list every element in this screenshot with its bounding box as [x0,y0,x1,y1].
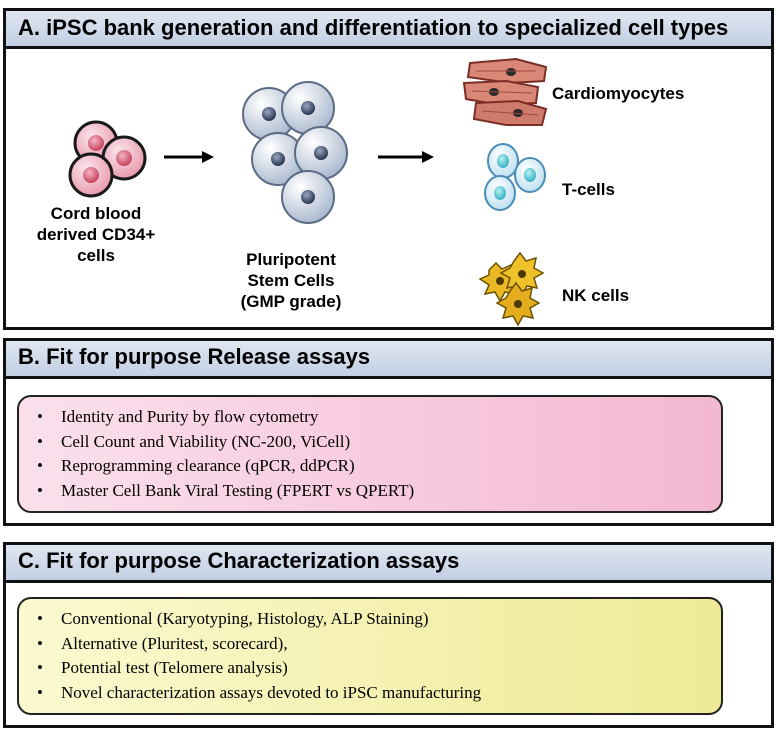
cord-blood-cells-icon [68,120,147,198]
cardiomyocytes-label: Cardiomyocytes [552,84,685,103]
list-item: Identity and Purity by flow cytometry [37,405,721,430]
list-item: Conventional (Karyotyping, Histology, AL… [37,607,721,632]
list-item: Novel characterization assays devoted to… [37,681,721,706]
release-assays-box: Identity and Purity by flow cytometry Ce… [17,395,723,513]
list-item: Potential test (Telomere analysis) [37,656,721,681]
list-item: Alternative (Pluritest, scorecard), [37,632,721,657]
panel-a-title: A. iPSC bank generation and differentiat… [6,11,771,49]
t-cells-icon [484,143,546,211]
nk-cells-label: NK cells [562,286,630,305]
list-item: Cell Count and Viability (NC-200, ViCell… [37,430,721,455]
stem-cells-label: Pluripotent Stem Cells (GMP grade) [240,250,342,311]
t-cells-label: T-cells [562,180,615,199]
panel-c: C. Fit for purpose Characterization assa… [3,542,774,728]
nk-cells-icon [478,251,545,327]
panel-a: A. iPSC bank generation and differentiat… [3,8,774,330]
arrow-right-icon [378,151,434,163]
panel-b: B. Fit for purpose Release assays Identi… [3,338,774,526]
characterization-assays-box: Conventional (Karyotyping, Histology, AL… [17,597,723,715]
panel-c-title: C. Fit for purpose Characterization assa… [6,545,771,583]
list-item: Master Cell Bank Viral Testing (FPERT vs… [37,479,721,504]
cardiomyocytes-icon [462,57,548,126]
list-item: Reprogramming clearance (qPCR, ddPCR) [37,454,721,479]
arrow-right-icon [164,151,214,163]
stem-cells-icon [242,81,348,224]
cord-blood-label: Cord blood derived CD34+ cells [36,204,156,265]
panel-a-illustration [68,57,548,327]
panel-b-title: B. Fit for purpose Release assays [6,341,771,379]
